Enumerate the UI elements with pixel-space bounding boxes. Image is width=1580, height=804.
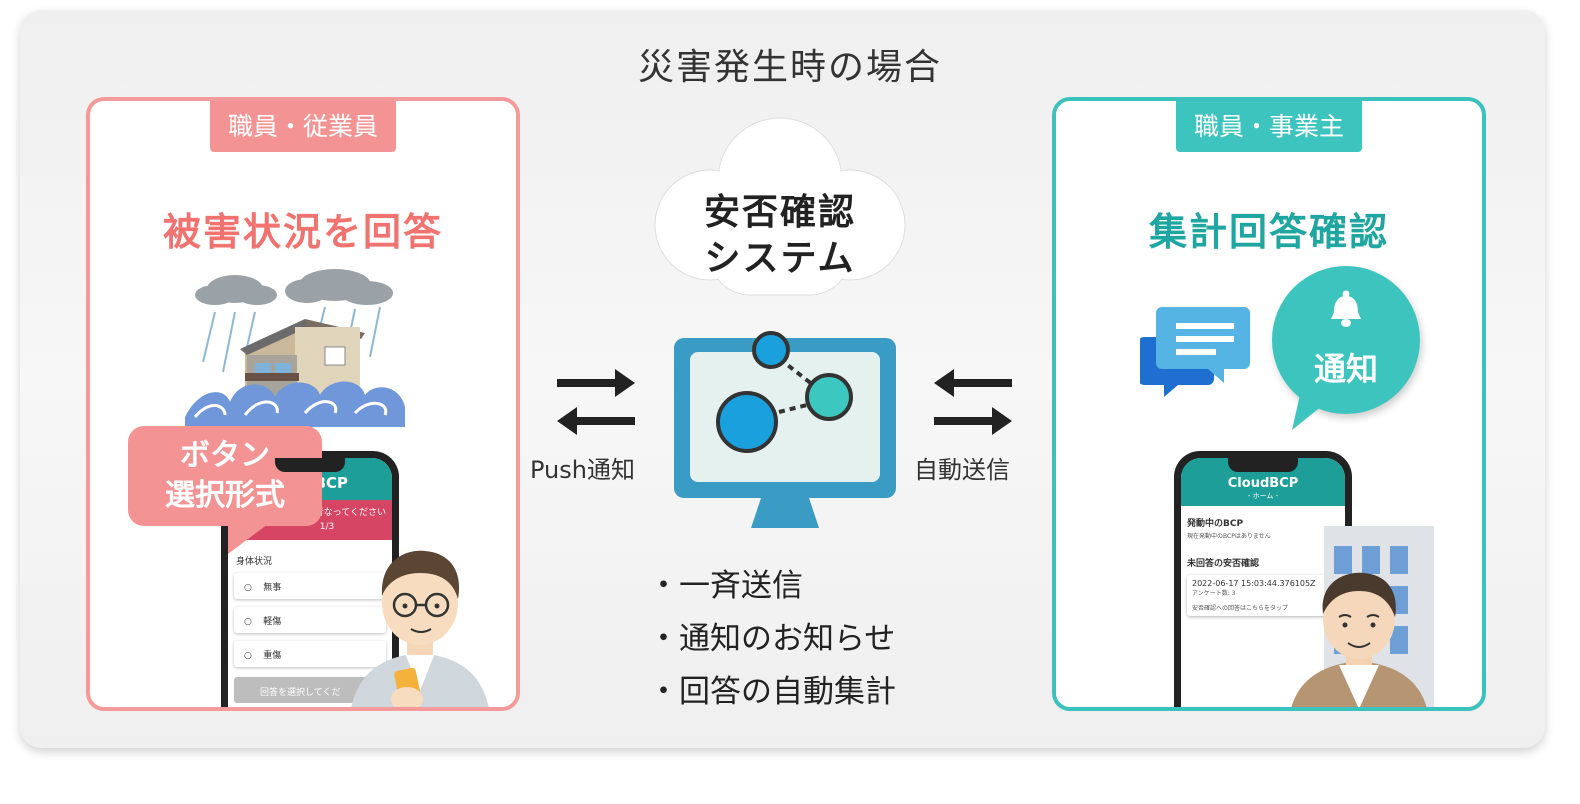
employer-card: 職員・事業主 集計回答確認 通知 CloudBCP - ホーム - 発動中のBC… (1052, 97, 1486, 711)
cloud-line1: 安否確認 (703, 192, 856, 233)
notification-bubble-tail (1292, 386, 1337, 430)
feature-list: ・一斉送信 ・通知のお知らせ ・回答の自動集計 (648, 560, 896, 719)
employee-heading: 被害状況を回答 (162, 210, 443, 254)
cloud-line2: システム (704, 238, 856, 279)
flooded-house-illustration (185, 269, 405, 427)
businessman-illustration (1291, 572, 1427, 707)
notification-bubble: 通知 (1272, 266, 1420, 414)
feature-item: ・回答の自動集計 (648, 674, 896, 710)
employee-card: 職員・従業員 被害状況を回答 BCP 確認を行なってください (86, 97, 520, 711)
feature-item: ・一斉送信 (648, 568, 803, 604)
push-notification-label: Push通知 (530, 456, 635, 484)
bell-icon (1331, 290, 1361, 327)
option-label: 軽傷 (263, 617, 282, 627)
monitor-network-illustration (674, 331, 896, 528)
chat-icon (1140, 307, 1250, 397)
survey-count: アンケート数: 3 (1192, 590, 1236, 597)
unanswered-card[interactable]: 2022-06-17 15:03:44.376105Z アンケート数: 3 安否… (1187, 575, 1339, 616)
survey-timestamp: 2022-06-17 15:03:44.376105Z (1192, 579, 1316, 588)
notify-label: 通知 (1313, 350, 1378, 388)
active-bcp-text: 現在発動中のBCPはありません (1187, 533, 1271, 540)
phone-screen: CloudBCP - ホーム - 発動中のBCP 現在発動中のBCPはありません… (1181, 458, 1345, 707)
app-name: CloudBCP (1227, 476, 1299, 491)
option-uninjured[interactable]: ○ 無事 (234, 573, 386, 599)
employer-tag: 職員・事業主 (1175, 101, 1363, 152)
option-label: 無事 (263, 583, 282, 593)
banner-text: 確認を行なってください (287, 508, 386, 518)
left-exchange-arrows (557, 369, 635, 435)
cloud-shape (654, 117, 906, 296)
option-label: 重傷 (263, 651, 282, 661)
employee-tag: 職員・従業員 (209, 101, 397, 152)
section-label: 身体状況 (236, 557, 273, 567)
cloud-label: 安否確認 システム (660, 190, 900, 282)
employee-man-illustration (351, 550, 489, 707)
employer-heading: 集計回答確認 (1148, 210, 1389, 254)
unanswered-title: 未回答の安否確認 (1187, 559, 1260, 569)
button-select-bubble: ボタン 選択形式 (128, 426, 322, 554)
progress-text: 1/3 (319, 522, 335, 532)
page-title: 災害発生時の場合 (637, 47, 942, 88)
phone-notch (1228, 458, 1298, 472)
bubble-line2: 選択形式 (165, 478, 285, 513)
bubble-line1: ボタン (180, 438, 270, 473)
survey-hint: 安否確認への回答はこちらをタップ (1192, 605, 1289, 612)
home-content: 発動中のBCP 現在発動中のBCPはありません 未回答の安否確認 2022-06… (1181, 506, 1345, 616)
phone-notch (275, 458, 345, 472)
option-minor[interactable]: ○ 軽傷 (234, 607, 386, 633)
app-subtitle: - ホーム - (1247, 492, 1279, 500)
feature-item: ・通知のお知らせ (648, 621, 896, 657)
app-name: BCP (314, 474, 348, 492)
right-exchange-arrows (934, 369, 1012, 435)
auto-send-label: 自動送信 (914, 456, 1010, 484)
employer-phone: CloudBCP - ホーム - 発動中のBCP 現在発動中のBCPはありません… (1174, 451, 1352, 707)
active-bcp-title: 発動中のBCP (1187, 519, 1244, 529)
option-severe[interactable]: ○ 重傷 (234, 641, 386, 667)
